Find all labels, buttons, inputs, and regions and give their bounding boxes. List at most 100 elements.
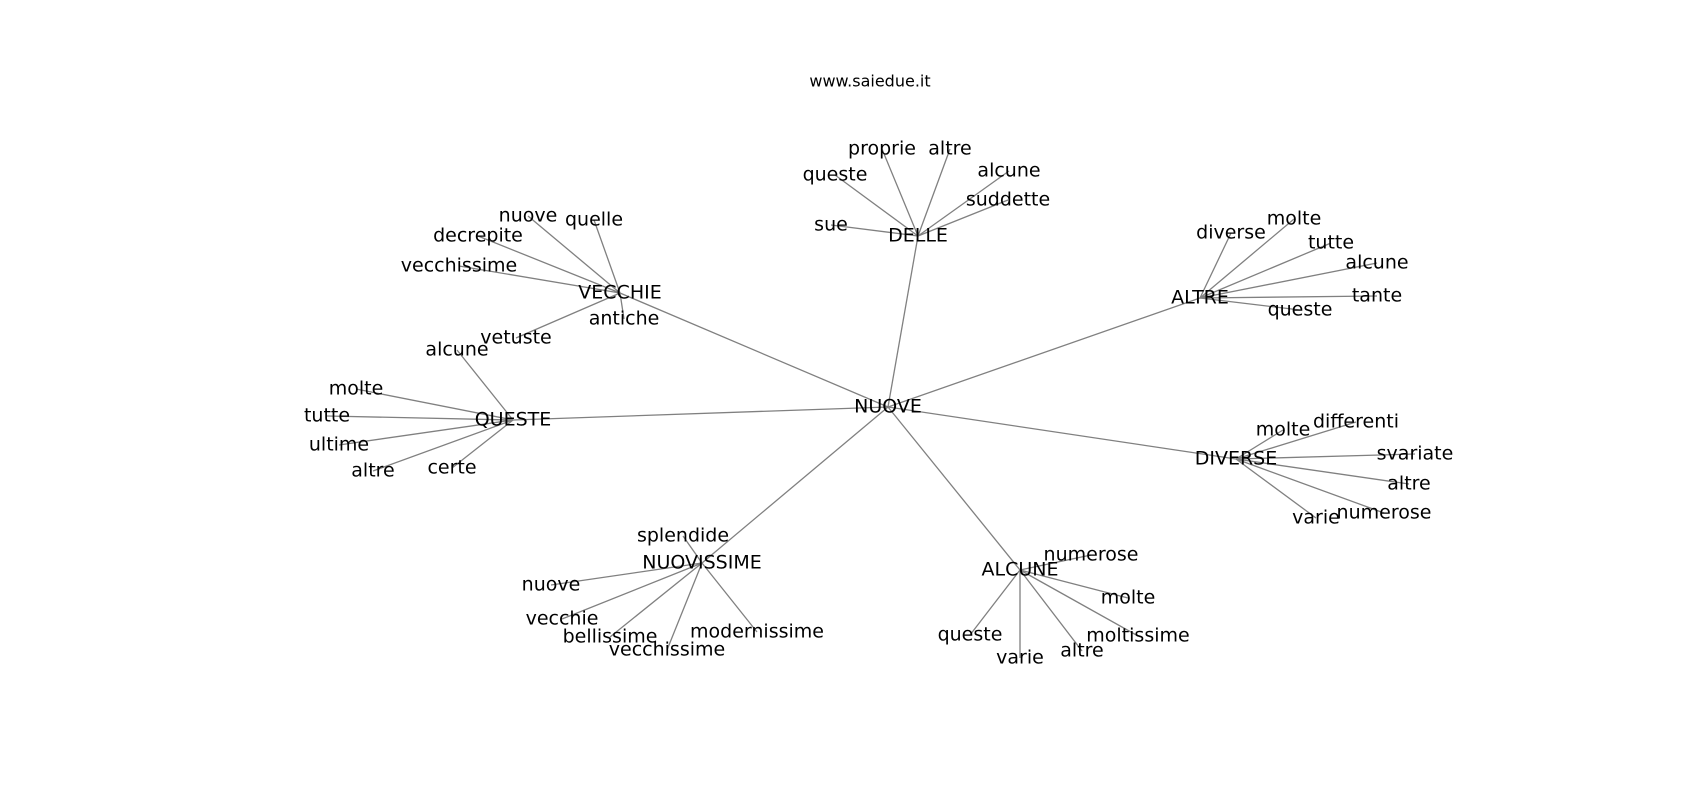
edge-branch-leaf (969, 569, 1021, 636)
edge-branch-leaf (917, 199, 1009, 237)
leaf-node-label: altre (1387, 473, 1430, 495)
edge-branch-leaf (515, 292, 621, 339)
leaf-node-label: svariate (1377, 443, 1454, 465)
leaf-node-label: differenti (1313, 411, 1399, 433)
leaf-node-label: tutte (1308, 232, 1354, 254)
leaf-node-label: queste (803, 164, 868, 186)
leaf-node-label: nuove (522, 574, 581, 596)
edge-branch-leaf (682, 535, 703, 564)
edge-branch-leaf (1199, 232, 1232, 299)
leaf-node-label: alcune (977, 160, 1040, 182)
branch-node-label: QUESTE (475, 409, 552, 431)
leaf-node-label: ultime (309, 434, 369, 456)
branch-node-label: ALCUNE (982, 559, 1059, 581)
edge-branch-leaf (456, 349, 514, 421)
leaf-node-label: decrepite (433, 225, 523, 247)
leaf-node-label: certe (427, 457, 476, 479)
edge-branch-leaf (830, 224, 919, 237)
edge-branch-leaf (1235, 458, 1385, 514)
edge-branch-leaf (451, 419, 514, 469)
edge-branch-leaf (1199, 242, 1332, 299)
branch-node-label: DELLE (888, 225, 948, 247)
edge-root-branch (887, 406, 1237, 460)
branch-node-label: NUOVISSIME (642, 552, 761, 574)
leaf-node-label: numerose (1044, 544, 1139, 566)
leaf-node-label: varie (1292, 507, 1340, 529)
leaf-node-label: molte (1267, 208, 1322, 230)
edge-layer (326, 148, 1416, 658)
edge-root-branch (887, 235, 919, 408)
leaf-node-label: modernissime (690, 621, 824, 643)
leaf-node-label: tutte (304, 405, 350, 427)
leaf-node-label: altre (928, 138, 971, 160)
edge-branch-leaf (527, 215, 621, 294)
edge-root-branch (701, 406, 889, 564)
edge-branch-leaf (338, 419, 514, 446)
edge-branch-leaf (666, 562, 703, 651)
leaf-node-label: suddette (966, 189, 1050, 211)
edge-branch-leaf (609, 562, 703, 638)
edge-branch-leaf (1199, 297, 1301, 311)
edge-root-branch (512, 406, 889, 421)
leaf-node-label: quelle (565, 209, 623, 231)
edge-branch-leaf (1235, 421, 1357, 460)
edge-branch-leaf (1235, 453, 1416, 460)
leaf-node-label: tante (1352, 285, 1402, 307)
edge-branch-leaf (834, 174, 919, 237)
edge-branch-leaf (1235, 458, 1317, 519)
edge-branch-leaf (1019, 569, 1139, 637)
branch-node-label: ALTRE (1171, 287, 1229, 309)
edge-branch-leaf (1019, 554, 1092, 571)
leaf-node-label: vecchie (526, 608, 599, 630)
edge-root-branch (887, 297, 1201, 408)
leaf-node-label: altre (351, 460, 394, 482)
edge-branch-leaf (550, 562, 703, 586)
leaf-node-label: moltissime (1086, 625, 1189, 647)
root-node-label: NUOVE (854, 396, 922, 418)
leaf-node-label: vecchissime (609, 639, 725, 661)
branch-node-label: DIVERSE (1195, 448, 1278, 470)
leaf-node-label: alcune (1345, 252, 1408, 274)
label-layer: NUOVE DELLE proprie altre queste alcune suddet… (304, 138, 1453, 669)
edge-root-branch (887, 406, 1021, 571)
edge-branch-leaf (1199, 262, 1378, 299)
leaf-node-label: nuove (499, 205, 558, 227)
edge-branch-leaf (1199, 218, 1295, 299)
leaf-node-label: queste (1268, 299, 1333, 321)
edge-branch-leaf (1235, 458, 1410, 485)
edge-branch-leaf (701, 562, 758, 633)
leaf-node-label: numerose (1337, 502, 1432, 524)
leaf-node-label: varie (996, 647, 1044, 669)
edge-branch-leaf (561, 562, 703, 620)
leaf-node-label: molte (1256, 419, 1311, 441)
leaf-node-label: bellissime (563, 626, 658, 648)
edge-branch-leaf (355, 388, 514, 421)
leaf-node-label: antiche (589, 308, 660, 330)
edge-branch-leaf (619, 292, 625, 320)
leaf-node-label: vecchissime (401, 255, 517, 277)
edge-root-branch (619, 292, 889, 408)
leaf-node-label: altre (1060, 640, 1103, 662)
edge-branch-leaf (917, 170, 1010, 237)
edge-branch-leaf (917, 148, 951, 237)
leaf-node-label: molte (1101, 587, 1156, 609)
edge-branch-leaf (881, 148, 919, 237)
edge-branch-leaf (458, 265, 621, 294)
leaf-node-label: vetuste (480, 327, 551, 349)
leaf-node-label: proprie (848, 138, 916, 160)
site-title: www.saiedue.it (809, 72, 930, 91)
edge-branch-leaf (1199, 295, 1378, 299)
edge-branch-leaf (1235, 429, 1284, 460)
leaf-node-label: alcune (425, 339, 488, 361)
edge-branch-leaf (372, 419, 514, 472)
edge-branch-leaf (1019, 569, 1129, 599)
edge-branch-leaf (477, 235, 621, 294)
edge-branch-leaf (1019, 569, 1083, 652)
leaf-node-label: splendide (637, 525, 729, 547)
leaf-node-label: molte (329, 378, 384, 400)
edge-branch-leaf (326, 415, 514, 421)
branch-node-label: VECCHIE (578, 282, 661, 304)
leaf-node-label: queste (938, 624, 1003, 646)
edge-branch-leaf (593, 219, 621, 294)
